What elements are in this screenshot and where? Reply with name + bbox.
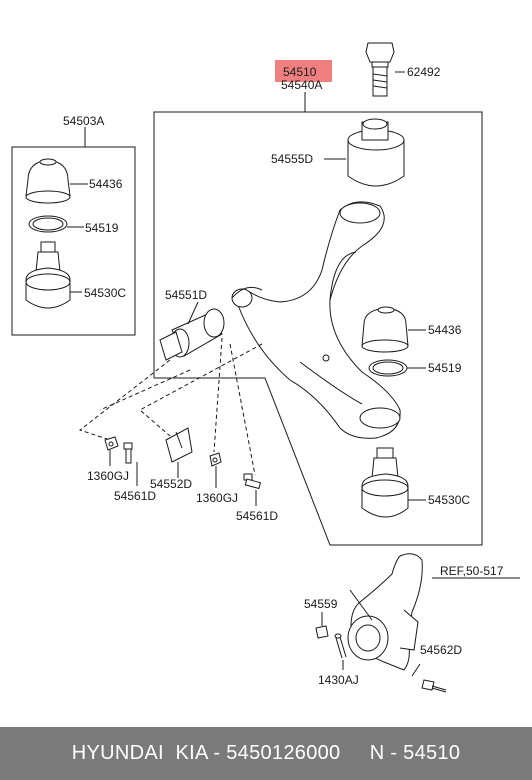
label-54436-left: 54436	[89, 177, 123, 191]
nut-1360gj-b	[209, 452, 222, 488]
cotter-pin-1430aj	[334, 633, 347, 670]
nut-54559	[315, 612, 329, 639]
bolt-62492	[365, 42, 405, 97]
label-54530c-right: 54530C	[428, 493, 470, 507]
bolt-54562d	[411, 663, 447, 693]
label-54561d-a: 54561D	[114, 489, 156, 503]
dust-boot-54436-right	[361, 306, 426, 353]
label-1430aj: 1430AJ	[318, 673, 359, 687]
label-54540a: 54540A	[281, 78, 322, 92]
part-highlight-box	[275, 60, 332, 82]
label-54552d: 54552D	[150, 477, 192, 491]
label-54436-right: 54436	[428, 323, 462, 337]
label-62492: 62492	[407, 65, 441, 79]
label-54561d-b: 54561D	[236, 509, 278, 523]
parts-diagram: 54510 54540A 62492 54503A 54436 54519 54…	[11, 42, 520, 693]
bracket-54552d	[165, 427, 193, 478]
label-ref-50-517: REF,50-517	[440, 564, 504, 578]
assembly-outline	[153, 111, 483, 546]
label-54510: 54510	[283, 65, 317, 79]
label-54559: 54559	[304, 597, 338, 611]
label-1360gj-a: 1360GJ	[87, 469, 129, 483]
label-1360gj-b: 1360GJ	[196, 491, 238, 505]
ball-joint-54530c-right	[361, 447, 426, 518]
steering-knuckle	[347, 553, 520, 671]
snap-ring-54519-left	[28, 215, 84, 233]
kit-box-54503a	[11, 146, 136, 336]
label-54530c-left: 54530C	[84, 286, 126, 300]
ball-joint-54530c-left	[25, 241, 82, 309]
dashed-leaders	[78, 337, 263, 476]
label-54519-right: 54519	[428, 361, 462, 375]
bushing-54555d	[324, 118, 405, 187]
label-54551d: 54551D	[165, 288, 207, 302]
dust-boot-54436-left	[25, 158, 88, 204]
bolt-54561d-a	[123, 442, 138, 486]
part-number-footer: HYUNDAI KIA - 5450126000 N - 54510	[0, 727, 532, 780]
lower-control-arm	[231, 201, 401, 439]
label-54503a: 54503A	[63, 114, 104, 128]
label-54519-left: 54519	[85, 221, 119, 235]
bushing-54551d	[159, 301, 225, 361]
bolt-54561d-b	[243, 473, 262, 506]
snap-ring-54519-right	[368, 359, 426, 377]
label-54562d: 54562D	[420, 643, 462, 657]
nut-1360gj-a	[104, 436, 119, 466]
label-54555d: 54555D	[271, 152, 313, 166]
